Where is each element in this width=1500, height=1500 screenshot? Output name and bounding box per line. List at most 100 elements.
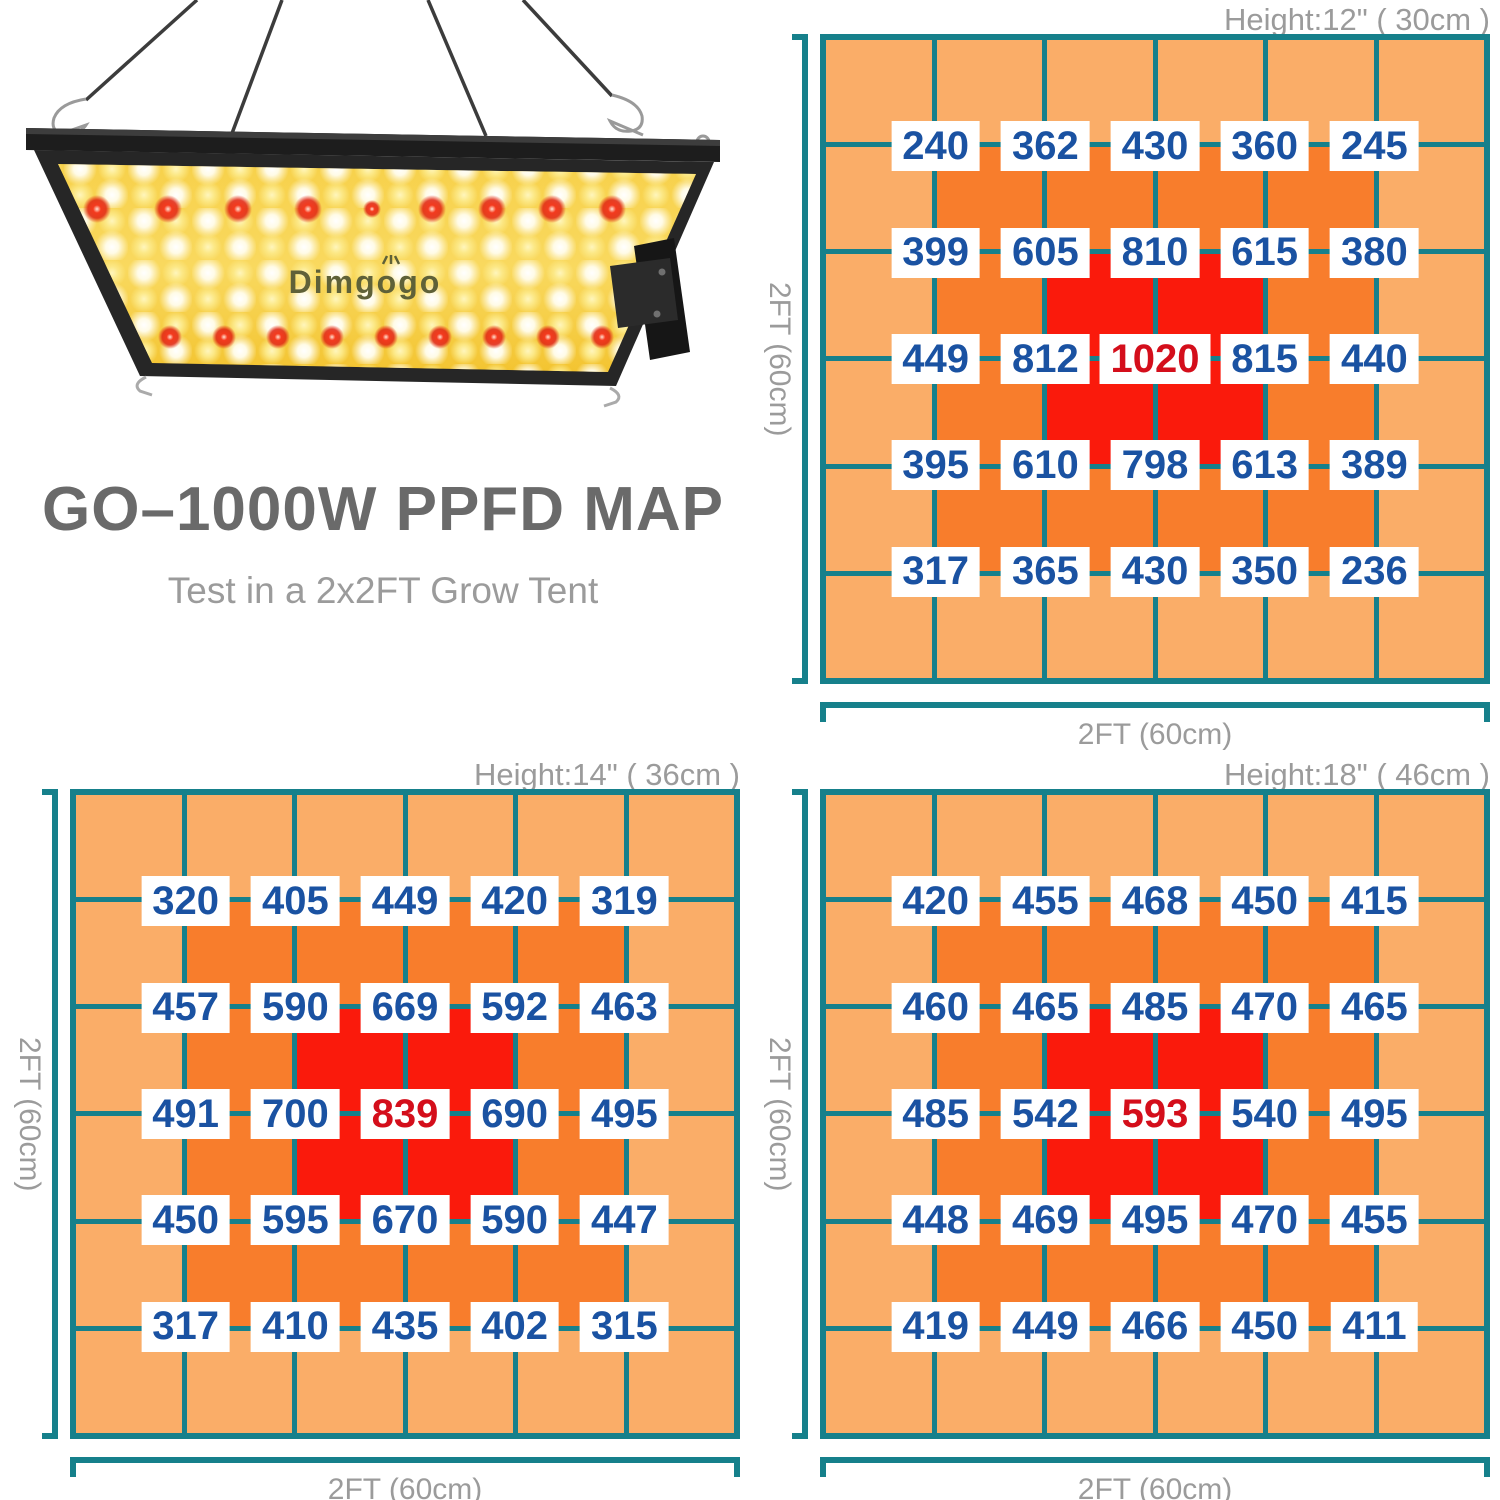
ppfd-value: 466 — [1110, 1301, 1200, 1352]
ppfd-value: 592 — [470, 982, 560, 1033]
ppfd-value: 447 — [579, 1195, 669, 1246]
ppfd-value: 317 — [891, 546, 981, 597]
ppfd-value: 402 — [470, 1301, 560, 1352]
grow-light-image: Dimgogo — [26, 0, 720, 408]
ppfd-value: 465 — [1000, 982, 1090, 1033]
ppfd-value: 457 — [141, 982, 231, 1033]
ppfd-value: 449 — [891, 334, 981, 384]
height-label: Height:18" ( 46cm ) — [1224, 757, 1490, 792]
ppfd-value: 798 — [1110, 440, 1200, 491]
y-axis-label: 2FT (60cm) — [13, 1036, 46, 1192]
ppfd-map-height-12in: Height:12" ( 30cm ) 2FT (60cm) 240 362 430… — [760, 0, 1500, 780]
ppfd-value: 419 — [891, 1301, 981, 1352]
ppfd-value: 450 — [1220, 1301, 1310, 1352]
y-axis-bracket — [792, 34, 808, 684]
ppfd-value: 415 — [1329, 876, 1419, 927]
ppfd-value: 395 — [891, 440, 981, 491]
ppfd-value: 450 — [141, 1195, 231, 1246]
ppfd-value: 590 — [250, 982, 340, 1033]
height-label: Height:14" ( 36cm ) — [474, 757, 740, 792]
ppfd-value: 495 — [1110, 1195, 1200, 1246]
ppfd-value: 449 — [360, 876, 450, 927]
ppfd-value: 495 — [1329, 1089, 1419, 1139]
ppfd-value: 469 — [1000, 1195, 1090, 1246]
driver-box — [610, 238, 690, 360]
heatmap-values: 420 455 468 450 415 460 465 485 470 465 485 542 593 5… — [826, 795, 1484, 1433]
ppfd-value: 430 — [1110, 121, 1200, 172]
ppfd-value: 430 — [1110, 546, 1200, 597]
ppfd-value: 240 — [891, 121, 981, 172]
ppfd-value: 380 — [1329, 227, 1419, 278]
ppfd-value: 236 — [1329, 546, 1419, 597]
ppfd-value: 362 — [1000, 121, 1090, 172]
ppfd-peak-value: 839 — [360, 1089, 450, 1139]
x-axis-bracket — [820, 1457, 1490, 1477]
ppfd-value: 389 — [1329, 440, 1419, 491]
ppfd-value: 455 — [1329, 1195, 1419, 1246]
ppfd-value: 810 — [1110, 227, 1200, 278]
ppfd-value: 245 — [1329, 121, 1419, 172]
ppfd-value: 542 — [1000, 1089, 1090, 1139]
ppfd-value: 455 — [1000, 876, 1090, 927]
ppfd-value: 690 — [470, 1089, 560, 1139]
ppfd-value: 485 — [1110, 982, 1200, 1033]
panel-top-rail-highlight — [26, 128, 720, 146]
hanging-wires — [84, 0, 614, 137]
ppfd-value: 315 — [579, 1301, 669, 1352]
x-axis-label: 2FT (60cm) — [1077, 1473, 1233, 1500]
corner-hooks — [135, 375, 621, 408]
ppfd-peak-value: 1020 — [1099, 334, 1211, 384]
ppfd-value: 470 — [1220, 1195, 1310, 1246]
ppfd-value: 449 — [1000, 1301, 1090, 1352]
ppfd-value: 669 — [360, 982, 450, 1033]
ppfd-value: 485 — [891, 1089, 981, 1139]
ppfd-value: 448 — [891, 1195, 981, 1246]
ppfd-value: 613 — [1220, 440, 1310, 491]
ppfd-value: 405 — [250, 876, 340, 927]
ppfd-value: 463 — [579, 982, 669, 1033]
y-axis-label: 2FT (60cm) — [763, 281, 796, 437]
ppfd-value: 411 — [1331, 1301, 1418, 1352]
ppfd-value: 320 — [141, 876, 231, 927]
page-title: GO–1000W PPFD MAP — [42, 475, 724, 544]
ppfd-value: 450 — [1220, 876, 1310, 927]
ppfd-value: 360 — [1220, 121, 1310, 172]
ppfd-value: 410 — [250, 1301, 340, 1352]
ppfd-value: 605 — [1000, 227, 1090, 278]
y-axis-label: 2FT (60cm) — [763, 1036, 796, 1192]
ppfd-value: 319 — [579, 876, 669, 927]
ppfd-value: 420 — [470, 876, 560, 927]
y-axis-bracket — [792, 789, 808, 1439]
ppfd-value: 815 — [1220, 334, 1310, 384]
ppfd-value: 465 — [1329, 982, 1419, 1033]
y-axis-bracket — [42, 789, 58, 1439]
x-axis-bracket — [820, 702, 1490, 722]
ppfd-value: 615 — [1220, 227, 1310, 278]
x-axis-label: 2FT (60cm) — [1077, 718, 1233, 751]
x-axis-bracket — [70, 1457, 740, 1477]
ppfd-value: 495 — [579, 1089, 669, 1139]
ppfd-value: 399 — [891, 227, 981, 278]
height-label: Height:12" ( 30cm ) — [1224, 2, 1490, 37]
page-subtitle: Test in a 2x2FT Grow Tent — [167, 570, 599, 611]
ppfd-value: 460 — [891, 982, 981, 1033]
ppfd-value: 812 — [1000, 334, 1090, 384]
ppfd-value: 435 — [360, 1301, 450, 1352]
ppfd-value: 540 — [1220, 1089, 1310, 1139]
ppfd-value: 365 — [1000, 546, 1090, 597]
ppfd-value: 420 — [891, 876, 981, 927]
ppfd-value: 317 — [141, 1301, 231, 1352]
red-leds — [83, 195, 626, 349]
ppfd-map-height-14in: Height:14" ( 36cm ) 2FT (60cm) 320 405 449… — [10, 755, 770, 1500]
x-axis-label: 2FT (60cm) — [327, 1473, 483, 1500]
ppfd-value: 468 — [1110, 876, 1200, 927]
ppfd-value: 440 — [1329, 334, 1419, 384]
ppfd-value: 595 — [250, 1195, 340, 1246]
ppfd-map-height-18in: Height:18" ( 46cm ) 2FT (60cm) 420 455 468… — [760, 755, 1500, 1500]
ppfd-peak-value: 593 — [1110, 1089, 1200, 1139]
brand-logo: Dimgogo — [289, 264, 442, 300]
ppfd-value: 670 — [360, 1195, 450, 1246]
